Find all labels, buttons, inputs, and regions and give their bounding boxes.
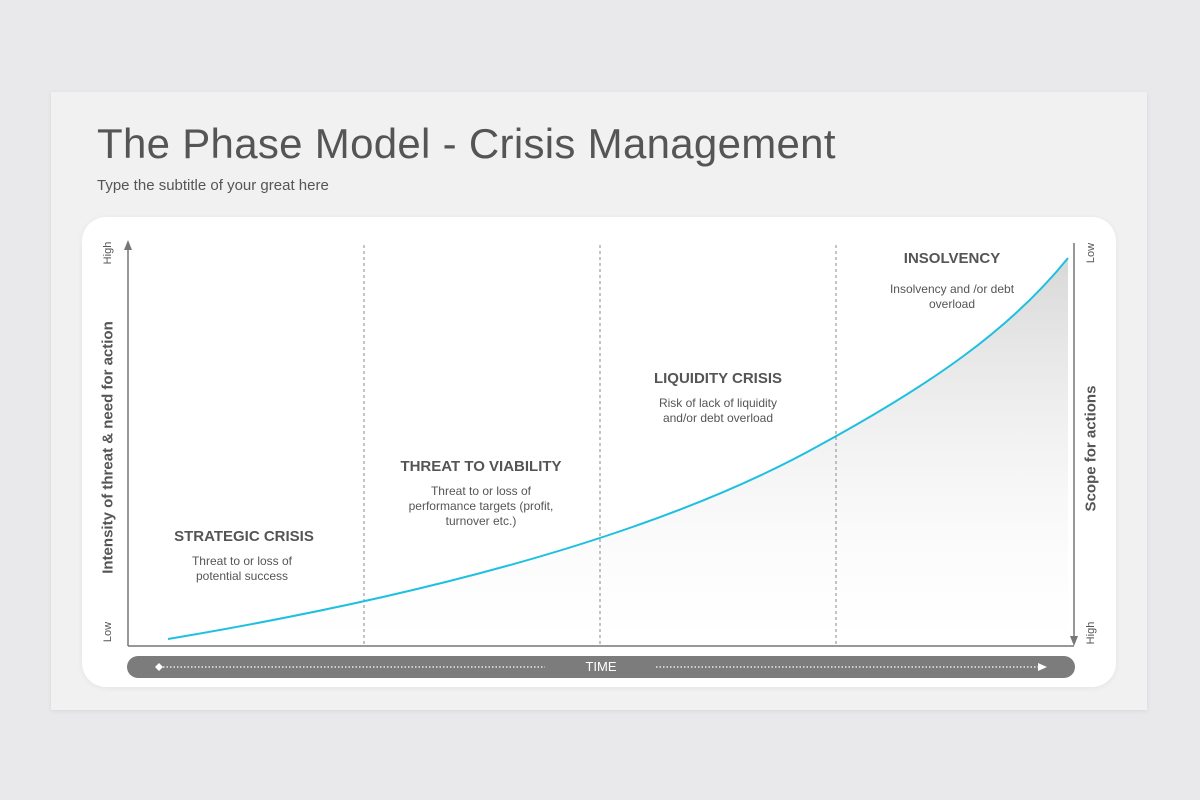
left-axis-low-label: Low bbox=[102, 621, 114, 643]
phase-desc-threat-to-viability: Threat to or loss of performance targets… bbox=[408, 484, 554, 528]
left-axis-arrow-up-icon bbox=[124, 240, 132, 250]
time-bar bbox=[127, 656, 1075, 678]
left-axis-title: Intensity of threat & need for action bbox=[99, 321, 117, 574]
right-axis-title: Scope for actions bbox=[1082, 385, 1100, 512]
curve-shaded-area bbox=[168, 258, 1068, 646]
phase-desc-liquidity-crisis: Risk of lack of liquidity and/or debt ov… bbox=[658, 396, 778, 425]
left-axis-high-label: High bbox=[102, 241, 114, 265]
page-title: The Phase Model - Crisis Management bbox=[97, 120, 836, 167]
phase-desc-insolvency: Insolvency and /or debt overload bbox=[889, 282, 1015, 311]
growth-curve bbox=[167, 257, 1069, 640]
time-end-arrow-icon bbox=[1038, 663, 1047, 671]
phase-title-liquidity-crisis: LIQUIDITY CRISIS bbox=[653, 370, 783, 387]
phase-desc-strategic-crisis: Threat to or loss of potential success bbox=[191, 554, 293, 583]
time-label: TIME bbox=[585, 659, 617, 674]
page-subtitle: Type the subtitle of your great here bbox=[97, 177, 329, 194]
phase-title-threat-to-viability: THREAT TO VIABILITY bbox=[400, 458, 562, 475]
phase-title-insolvency: INSOLVENCY bbox=[903, 250, 1001, 267]
phase-title-strategic-crisis: STRATEGIC CRISIS bbox=[174, 528, 314, 545]
right-axis-arrow-down-icon bbox=[1070, 636, 1078, 646]
right-axis-low-label: Low bbox=[1085, 242, 1097, 264]
time-start-diamond-icon bbox=[155, 663, 163, 671]
right-axis-high-label: High bbox=[1085, 621, 1097, 645]
